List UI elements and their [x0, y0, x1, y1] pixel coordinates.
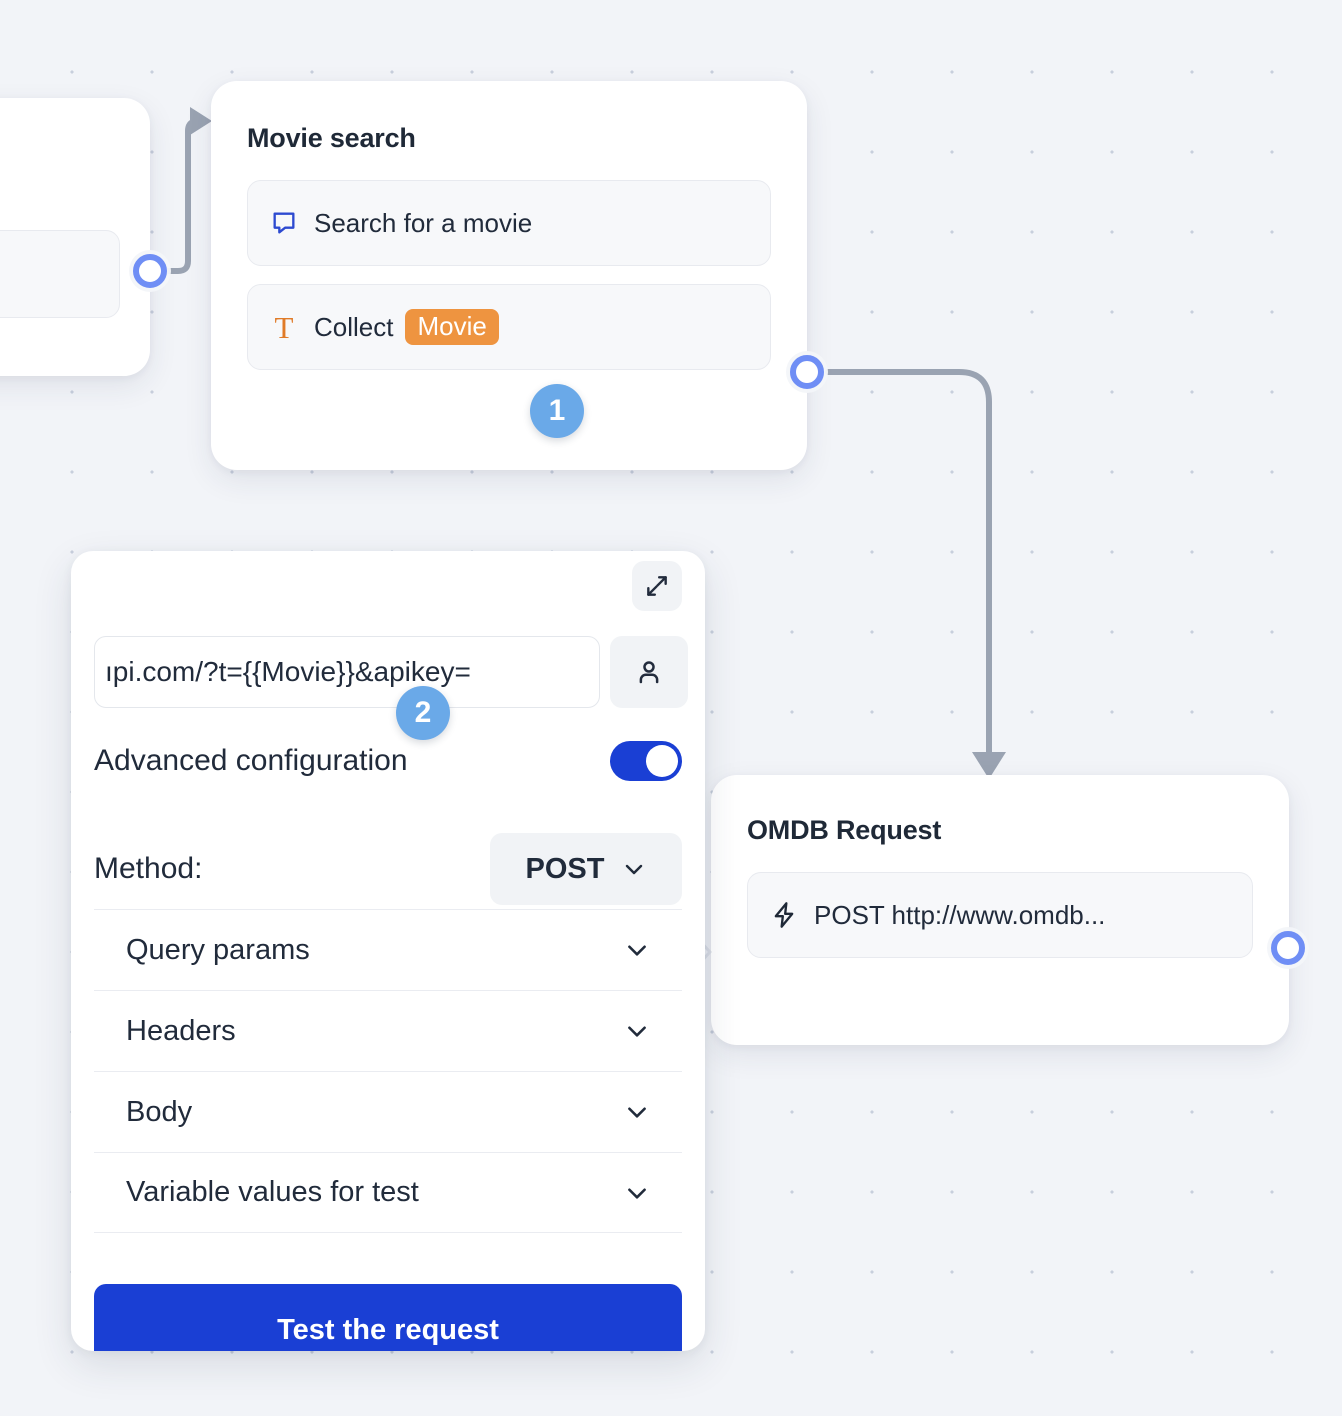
request-url-value: ıpi.com/?t={{Movie}}&apikey=: [105, 656, 471, 687]
section-label: Query params: [126, 933, 310, 966]
method-select[interactable]: POST: [490, 833, 682, 905]
partial-previous-node[interactable]: [0, 98, 150, 376]
person-button[interactable]: [610, 636, 688, 708]
movie-search-title: Movie search: [247, 123, 416, 153]
node-movie-search[interactable]: Movie search Search for a movie T Collec…: [211, 81, 807, 470]
request-url-input[interactable]: ıpi.com/?t={{Movie}}&apikey=: [94, 636, 600, 708]
section-query-params[interactable]: Query params: [94, 909, 682, 990]
config-sections: Query params Headers Body: [94, 909, 682, 1233]
section-headers[interactable]: Headers: [94, 990, 682, 1071]
section-body[interactable]: Body: [94, 1071, 682, 1152]
method-value: POST: [525, 852, 605, 885]
chevron-down-icon: [622, 857, 646, 881]
section-label: Headers: [126, 1014, 236, 1047]
omdb-request-title: OMDB Request: [747, 815, 942, 845]
section-label: Body: [126, 1095, 193, 1128]
step-badge-1: 1: [530, 384, 584, 438]
row-post-request[interactable]: POST http://www.omdb...: [747, 872, 1253, 958]
row-label: POST http://www.omdb...: [814, 899, 1106, 930]
url-row: ıpi.com/?t={{Movie}}&apikey=: [94, 636, 688, 708]
chevron-down-icon: [624, 1180, 650, 1206]
advanced-configuration-label: Advanced configuration: [94, 744, 408, 777]
speech-bubble-icon: [270, 209, 298, 237]
expand-panel-button[interactable]: [632, 561, 682, 611]
row-search-for-a-movie[interactable]: Search for a movie: [247, 180, 771, 266]
method-label: Method:: [94, 852, 203, 885]
advanced-configuration-toggle[interactable]: [610, 741, 682, 781]
node-omdb-request[interactable]: OMDB Request POST http://www.omdb...: [695, 775, 1289, 1045]
advanced-configuration-row: Advanced configuration: [94, 741, 682, 781]
chevron-down-icon: [624, 1099, 650, 1125]
chevron-down-icon: [624, 1018, 650, 1044]
step-badge-2: 2: [396, 686, 450, 740]
row-collect-movie[interactable]: T Collect Movie: [247, 284, 771, 370]
method-row: Method: POST: [94, 833, 682, 905]
test-the-request-button[interactable]: Test the request: [94, 1284, 682, 1351]
text-t-icon: T: [274, 309, 294, 345]
section-variable-values-for-test[interactable]: Variable values for test: [94, 1152, 682, 1233]
request-config-panel[interactable]: ıpi.com/?t={{Movie}}&apikey= Advanced co…: [71, 551, 705, 1351]
variable-chip-movie[interactable]: Movie: [405, 309, 499, 345]
chevron-down-icon: [624, 937, 650, 963]
row-label: Search for a movie: [314, 207, 533, 238]
port-previous-output[interactable]: [133, 254, 167, 288]
port-omdb-request-output[interactable]: [1271, 931, 1305, 965]
lightning-bolt-icon: [770, 901, 798, 929]
section-label: Variable values for test: [126, 1176, 419, 1208]
row-label: Collect: [314, 311, 394, 342]
previous-node-row[interactable]: [0, 230, 120, 318]
port-movie-search-output[interactable]: [790, 355, 824, 389]
